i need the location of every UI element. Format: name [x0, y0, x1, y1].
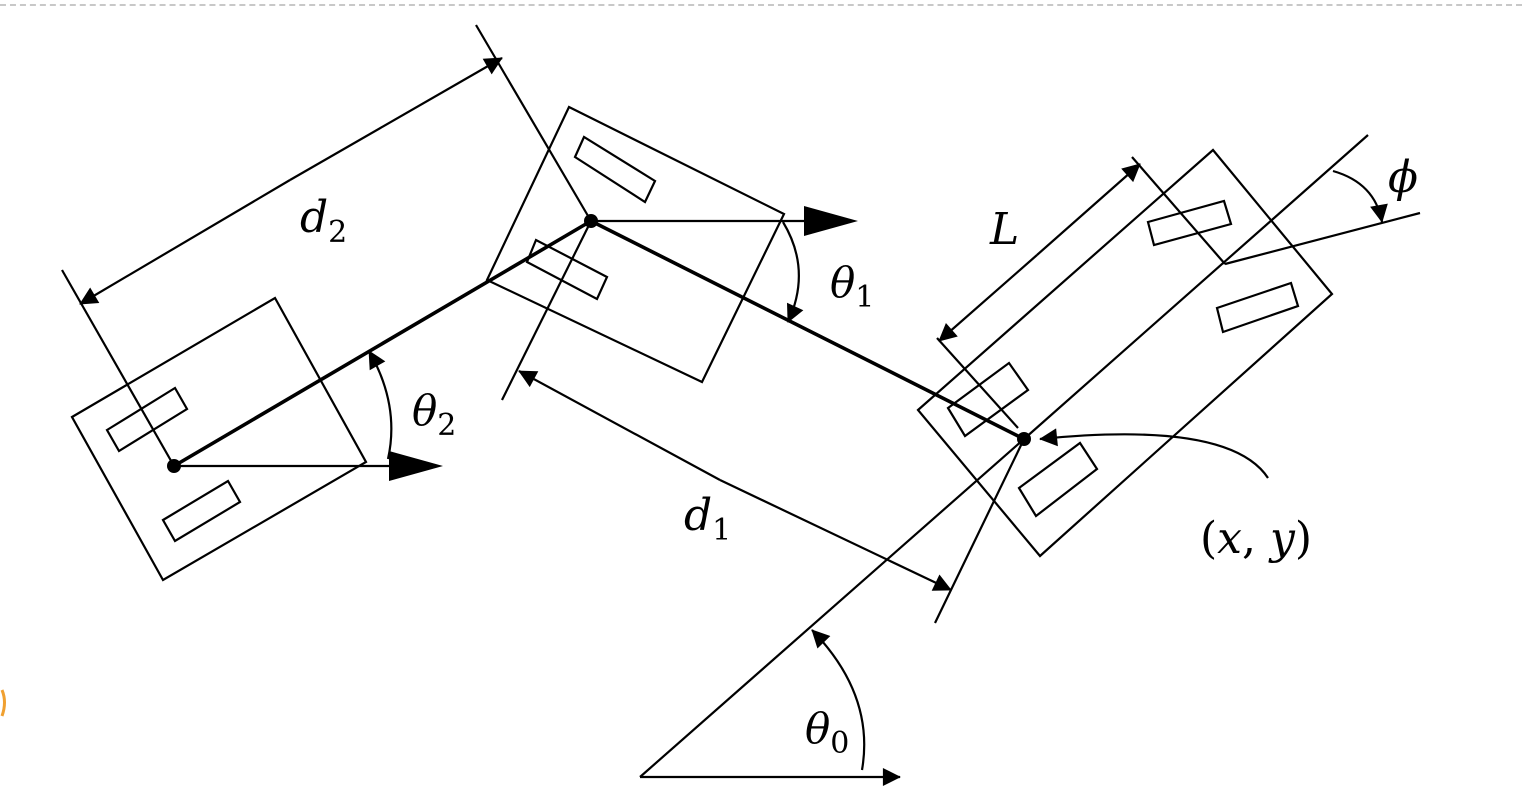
tractor-rear-axle-line [936, 337, 1019, 429]
xy-label: (x, y) [1200, 513, 1312, 564]
d2-label: d2 [300, 192, 347, 250]
d1-dimension-arrow-to-left [518, 370, 721, 481]
steering-direction-line [1224, 211, 1421, 266]
theta1-arc [782, 221, 804, 323]
trailer-1-wheel-lower [525, 238, 609, 301]
d1-dimension-arrow-to-right [719, 479, 952, 591]
xy-pointer-curve [1039, 428, 1269, 479]
trailer-1-wheel-upper [573, 135, 657, 204]
phi-label: ϕ [1388, 152, 1418, 203]
trailer-2-link [173, 219, 592, 468]
tractor-centerline [1023, 134, 1369, 440]
tractor-rear-edge-line [934, 438, 1025, 624]
tractor-rear-wheel-upper [946, 361, 1030, 438]
trailer-1-axle-line [475, 24, 592, 222]
tractor-rear-wheel-lower [1017, 441, 1099, 518]
theta0-label: θ0 [805, 704, 849, 761]
theta0-arc [811, 629, 866, 771]
l-dimension-arrow-to-top [1036, 163, 1141, 256]
trailer-1-body [485, 105, 786, 384]
left-edge-mark [0, 689, 6, 717]
theta1-label: θ1 [830, 258, 874, 315]
d2-dimension-arrow-to-bottom [79, 179, 291, 305]
trailer-2-wheel-lower [161, 479, 242, 543]
theta2-label: θ2 [412, 386, 456, 443]
d2-dimension-arrow-to-top [289, 57, 503, 181]
trailer-2-wheel-upper [105, 386, 189, 453]
d1-label: d1 [684, 490, 731, 548]
tractor-front-wheel-upper [1146, 199, 1233, 247]
trailer-2-body [70, 296, 368, 582]
l-dimension-arrow-to-bottom [938, 254, 1038, 342]
tractor-front-axle-line [1131, 156, 1226, 265]
tractor-centerline-lower [639, 438, 1025, 778]
trailer-1-link [590, 219, 1025, 441]
tractor-body [916, 148, 1334, 558]
trailer-2-reference-arrowhead [389, 451, 443, 481]
l-label: L [989, 204, 1019, 255]
theta2-arc [368, 350, 393, 460]
trailer-1-axle-extension [501, 220, 592, 401]
phi-arc [1332, 169, 1388, 223]
top-dashed-rule [0, 0, 1522, 6]
trailer-1-reference-arrowhead [804, 206, 858, 236]
tractor-front-wheel-lower [1215, 281, 1300, 334]
